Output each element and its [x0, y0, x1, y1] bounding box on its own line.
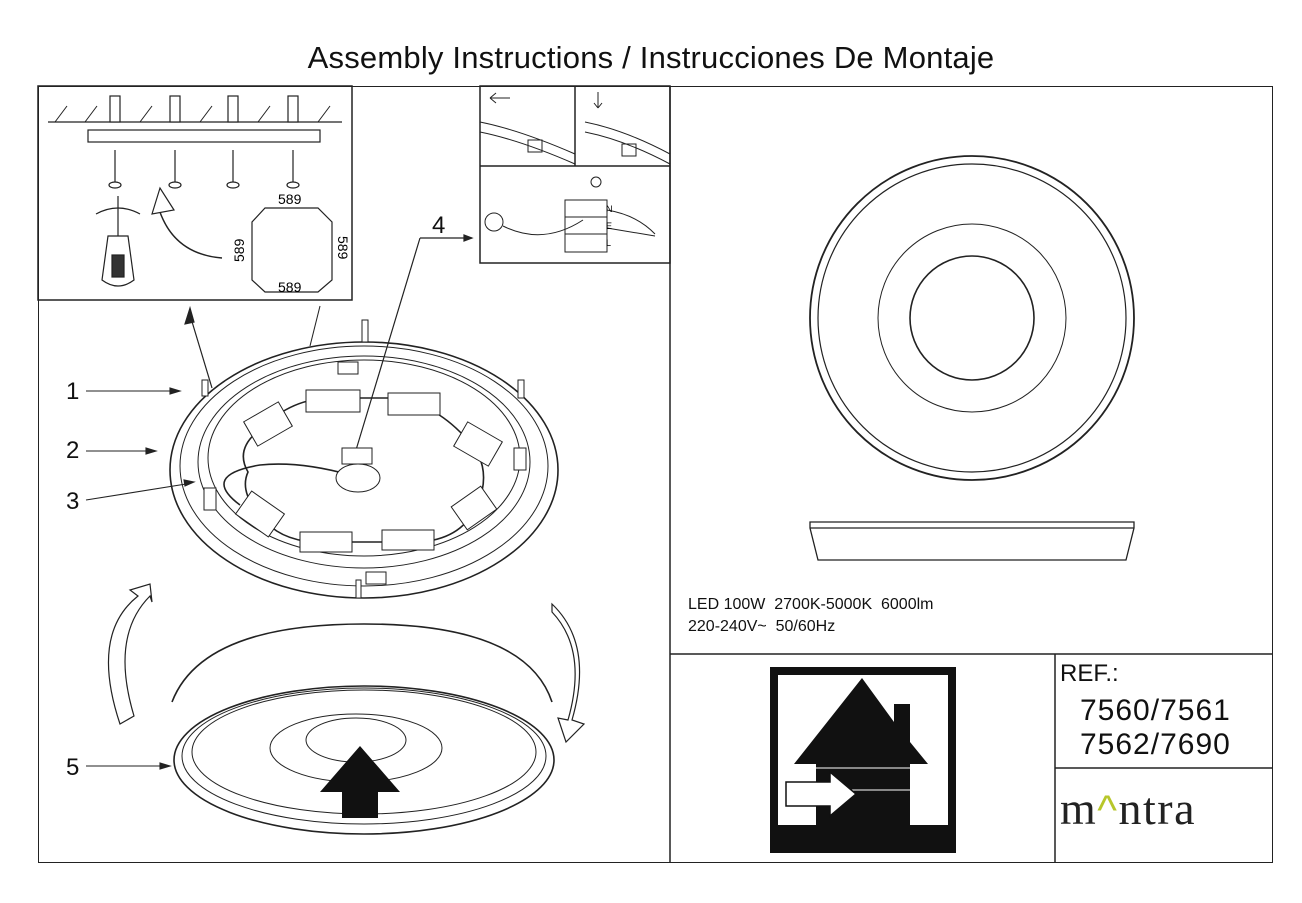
ref-models-2: 7562/7690 [1080, 728, 1231, 761]
wire-label-e: E [606, 221, 612, 231]
fixture-base-exploded [169, 305, 559, 599]
callout-2: 2 [66, 437, 80, 464]
callout-4-leader [355, 234, 474, 451]
up-arrow-icon [320, 746, 400, 818]
brand-logo: m^ntra [1060, 782, 1196, 835]
screw-set [108, 150, 300, 189]
led-module [234, 389, 504, 553]
brand-prefix: m [1060, 783, 1098, 834]
callout-3: 3 [66, 488, 80, 515]
dimension-top: 589 [278, 191, 302, 207]
brand-suffix: ntra [1118, 783, 1197, 834]
callout-4: 4 [432, 212, 446, 239]
rotate-arrows-icon [107, 583, 586, 744]
mounting-clips [201, 319, 527, 599]
wiring-detail [479, 92, 671, 253]
page-title: Assembly Instructions / Instrucciones De… [307, 40, 995, 75]
indoor-use-house-icon [770, 667, 956, 853]
dimension-right: 589 [335, 236, 351, 260]
ref-models-1: 7560/7561 [1080, 694, 1231, 727]
wire-label-l: L [606, 238, 611, 248]
mounting-inset-box [37, 85, 353, 301]
dimension-bottom: 589 [278, 279, 302, 295]
ceiling-mount-illustration [48, 95, 342, 293]
brand-mark: ^ [1097, 786, 1119, 833]
ref-label: REF.: [1060, 660, 1119, 687]
product-side-view [809, 521, 1135, 561]
wire-label-n: N [606, 204, 613, 214]
spec-voltage: 220-240V~ 50/60Hz [688, 618, 836, 635]
callout-5: 5 [66, 754, 80, 781]
callout-1: 1 [66, 378, 80, 405]
driver-unit [335, 447, 381, 493]
spec-power: LED 100W 2700K-5000K 6000lm [688, 596, 934, 613]
dimension-left: 589 [231, 238, 247, 262]
product-top-view [809, 155, 1135, 481]
screwdriver-icon [95, 196, 141, 287]
